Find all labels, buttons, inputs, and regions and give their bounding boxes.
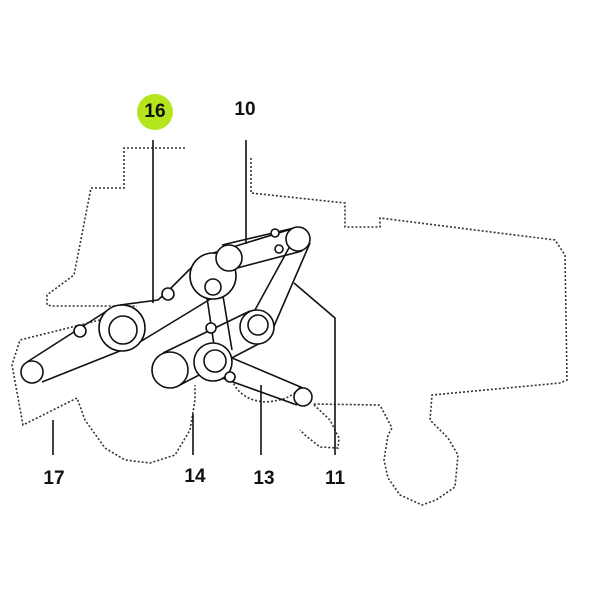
pulley-main-inner [204,278,222,296]
idler-mid [205,322,217,334]
callout-13[interactable]: 13 [253,468,275,489]
pulley-16-inner [108,315,138,345]
pulley-10 [215,244,243,272]
pulley-13-inner [203,349,227,373]
callout-16[interactable]: 16 [144,101,166,122]
leader-11 [293,282,336,455]
leader-lines [52,140,336,455]
idler-top-b [274,244,284,254]
machine-outline [11,147,568,506]
idler-16 [161,287,175,301]
belt-17 [26,306,131,383]
pulleys [20,226,313,407]
pulley-17 [20,360,44,384]
idler-low [224,371,236,383]
pulley-11-inner [247,314,269,336]
pulley-13-end [293,387,313,407]
callout-17[interactable]: 17 [43,468,65,489]
callout-14[interactable]: 14 [184,466,206,487]
callout-11[interactable]: 11 [324,468,346,489]
callout-highlight [137,94,173,130]
pulley-top-right [285,226,311,252]
pulley-14 [151,351,189,389]
belt-13 [221,354,304,406]
idler-left [73,324,87,338]
callout-10[interactable]: 10 [234,99,256,120]
idler-top-a [270,228,280,238]
